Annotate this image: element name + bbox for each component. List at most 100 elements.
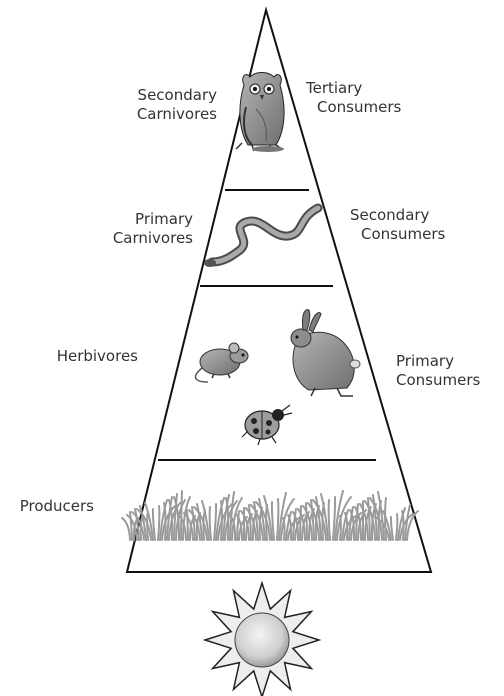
grass-blade	[395, 513, 399, 541]
grass-blade	[151, 508, 156, 541]
grass-blade	[339, 515, 342, 541]
grass-blade	[131, 511, 145, 541]
grass-blade	[250, 504, 264, 541]
grass-blade	[280, 498, 295, 541]
grass-blade	[355, 503, 359, 541]
grass-blade	[166, 496, 173, 541]
grass-blade	[121, 517, 131, 541]
grass-blade	[134, 508, 140, 541]
label-secondary-consumers: Secondary Consumers	[350, 206, 446, 243]
grass-blade	[136, 508, 152, 541]
grass-blade	[334, 490, 344, 541]
grass-blade	[278, 492, 287, 541]
mouse-icon	[194, 342, 249, 383]
grass-blade	[183, 512, 194, 541]
grass-blade	[129, 511, 133, 541]
grass-blade	[327, 499, 331, 541]
grass-blade	[401, 510, 405, 541]
sun-disc	[234, 612, 290, 668]
grass-blade	[236, 510, 240, 541]
grass-blade	[397, 507, 406, 541]
grass-blade	[196, 503, 203, 541]
grass-blade	[372, 494, 378, 541]
grass-icon	[121, 490, 419, 541]
grass-blade	[220, 500, 223, 541]
grass-blade	[208, 506, 212, 541]
grass-blade	[213, 503, 218, 541]
grass-blade	[404, 504, 411, 541]
grass-blade	[310, 499, 315, 541]
grass-blade	[186, 509, 189, 541]
label-producers: Producers	[19, 497, 94, 515]
grass-blade	[292, 508, 297, 541]
grass-blade	[367, 497, 371, 541]
grass-blade	[336, 496, 352, 541]
grass-blade	[332, 496, 337, 541]
grass-blade	[276, 498, 280, 541]
grass-blade	[299, 505, 302, 541]
grass-blade	[126, 514, 138, 541]
grass-blade	[292, 511, 300, 541]
grass-blade	[354, 506, 362, 541]
grass-blade	[157, 505, 161, 541]
grass-blade	[348, 506, 354, 541]
grass-blade	[312, 499, 327, 541]
grass-blade	[173, 496, 181, 541]
grass-blade	[364, 500, 376, 541]
grass-blade	[159, 499, 168, 541]
grass-blade	[307, 502, 320, 541]
grass-blade	[282, 517, 286, 541]
grass-blade	[258, 498, 266, 541]
label-primary-consumers: Primary Consumers	[396, 352, 481, 389]
grass-blade	[369, 497, 383, 541]
grass-blade	[302, 505, 313, 541]
grass-blade	[245, 507, 257, 541]
grass-blade	[406, 510, 419, 541]
label-secondary-carnivores: Secondary Carnivores	[136, 86, 217, 123]
grass-blade	[297, 508, 306, 541]
sun-icon	[202, 580, 322, 696]
grass-blade	[163, 502, 167, 541]
grass-blade	[287, 514, 293, 541]
grass-blade	[229, 491, 235, 541]
grass-blade	[377, 491, 385, 541]
grass-blade	[225, 497, 230, 541]
grass-blade	[285, 511, 292, 541]
grass-blade	[382, 510, 392, 541]
grass-blade	[270, 501, 275, 541]
grass-blade	[389, 516, 394, 541]
grass-blade	[349, 509, 356, 541]
grass-blade	[359, 503, 369, 541]
grass-blade	[201, 500, 210, 541]
grass-blade	[248, 504, 252, 541]
grass-blade	[255, 501, 271, 541]
grass-blade	[235, 513, 243, 541]
grass-blade	[144, 502, 154, 541]
rabbit-icon	[290, 309, 361, 397]
grass-blade	[320, 493, 329, 541]
grass-blade	[222, 494, 230, 541]
grass-blade	[173, 493, 178, 541]
snake-icon	[204, 203, 323, 267]
grass-blade	[253, 501, 259, 541]
label-tertiary-consumers: Tertiary Consumers	[306, 79, 402, 116]
label-herbivores: Herbivores	[56, 347, 138, 365]
grass-blade	[263, 495, 273, 541]
label-primary-carnivores: Primary Carnivores	[112, 210, 193, 247]
ladybug-icon	[241, 404, 293, 446]
grass-blade	[193, 506, 208, 541]
grass-blade	[374, 516, 390, 541]
grass-blade	[139, 505, 147, 541]
grass-blade	[341, 509, 349, 541]
grass-blade	[178, 515, 187, 541]
owl-icon	[235, 72, 285, 152]
grass-blade	[180, 490, 183, 541]
grass-blade	[230, 516, 237, 541]
grass-blade	[315, 496, 322, 541]
pyramid-outline	[125, 6, 433, 573]
grass-blade	[344, 512, 349, 541]
grass-blade	[240, 510, 250, 541]
grass-blade	[215, 497, 225, 541]
grass-blade	[188, 509, 201, 541]
